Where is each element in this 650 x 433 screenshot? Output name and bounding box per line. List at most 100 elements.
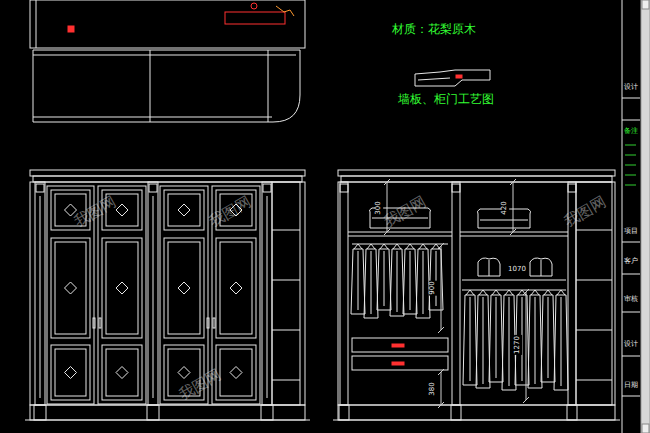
dimension-tick — [438, 402, 444, 408]
plinth — [338, 405, 615, 420]
plan-red-box — [225, 12, 285, 24]
plan-bottom — [33, 50, 300, 122]
dimension: 300 — [375, 200, 383, 215]
pilaster-capital — [263, 184, 271, 192]
title-block-label: 项目 — [624, 228, 638, 236]
title-block-rule — [622, 274, 640, 275]
dimension-tick — [384, 179, 390, 185]
door-panel — [51, 238, 90, 338]
drawer — [352, 356, 448, 370]
garment-fold — [371, 251, 372, 314]
panel-ornament — [230, 367, 242, 379]
shoes — [478, 258, 500, 276]
door-panel — [51, 345, 90, 400]
door-panel-inner — [168, 242, 200, 334]
garment — [515, 295, 529, 385]
pilaster — [340, 182, 348, 405]
plan-line — [268, 50, 269, 122]
plan-line — [36, 0, 37, 48]
title-block-rule — [622, 396, 640, 397]
garment — [541, 295, 555, 382]
door-leaf — [160, 186, 208, 404]
dimension: 900 — [429, 280, 437, 295]
plan-top — [30, 0, 305, 48]
panel-ornament — [178, 367, 190, 379]
pilaster-foot — [451, 405, 461, 420]
dimension-line — [441, 372, 442, 405]
hanger — [406, 244, 414, 249]
title-block-label: 备注 — [624, 128, 638, 136]
shelf-board — [272, 380, 300, 381]
cornice — [338, 170, 615, 176]
garment-fold — [483, 297, 484, 384]
shelf-board — [272, 330, 300, 331]
garment — [463, 295, 477, 385]
pilaster-foot — [261, 405, 273, 420]
shoes-line — [489, 260, 490, 276]
garment-fold — [496, 297, 497, 378]
pilaster-foot — [34, 405, 46, 420]
door-panel-inner — [106, 242, 138, 334]
profile-mark — [456, 75, 462, 78]
shelf-board — [576, 230, 612, 231]
shoes-line — [541, 260, 542, 276]
drawer-handle — [392, 362, 404, 365]
door-panel — [216, 345, 256, 400]
hanger — [557, 290, 565, 295]
door-handle — [93, 318, 95, 328]
title-block-rule — [622, 98, 640, 99]
garment — [351, 249, 365, 314]
garment-fold — [397, 251, 398, 312]
title-block-rule — [622, 242, 640, 243]
dimension-tick — [438, 243, 444, 249]
garment — [364, 249, 378, 318]
title-block-label: 审核 — [624, 296, 638, 304]
door-panel — [216, 238, 256, 338]
dimension-tick — [510, 179, 516, 185]
garment-fold — [436, 251, 437, 306]
note-line — [625, 145, 636, 146]
door-handle — [207, 318, 209, 328]
side-shelf — [272, 182, 300, 405]
title-block-rule — [622, 120, 640, 121]
panel-ornament — [116, 282, 128, 294]
panel-ornament — [65, 282, 77, 294]
hanger — [380, 244, 388, 249]
door-panel — [102, 238, 142, 338]
garment — [390, 249, 404, 316]
door-panel-inner — [55, 242, 86, 334]
panel-ornament — [65, 367, 77, 379]
watermark: 我图网 — [381, 194, 428, 231]
garment-fold — [535, 297, 536, 384]
pilaster-foot — [339, 405, 349, 420]
pilaster — [148, 182, 158, 405]
note-line — [625, 155, 636, 156]
door-handle — [213, 318, 215, 328]
cornice — [30, 170, 305, 176]
garment-fold — [358, 251, 359, 310]
panel-ornament — [178, 204, 190, 216]
title-block-label: 日期 — [624, 382, 638, 390]
dimension-line — [526, 292, 527, 400]
pilaster-capital — [568, 184, 576, 192]
plinth — [30, 405, 305, 420]
hanging-rail — [462, 290, 566, 291]
shelf-board — [348, 232, 452, 233]
garment-fold — [561, 297, 562, 386]
drawing-title: 墙板、柜门工艺图 — [398, 93, 494, 106]
pilaster-flute — [40, 196, 41, 398]
garment — [403, 249, 417, 314]
note-line — [625, 185, 636, 186]
door-panel-inner — [55, 349, 86, 396]
drawer — [352, 338, 448, 352]
door-panel — [164, 238, 204, 338]
drawer-handle — [392, 344, 404, 347]
garment-fold — [548, 297, 549, 378]
hanger — [531, 290, 539, 295]
dimension-tick — [523, 289, 529, 295]
cornice — [341, 176, 612, 182]
profile-line — [418, 78, 450, 80]
door-panel — [102, 345, 142, 400]
door-leaf — [98, 186, 146, 404]
